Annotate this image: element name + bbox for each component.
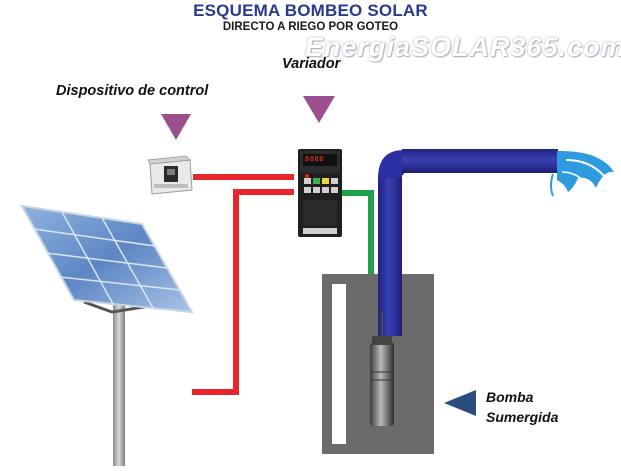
water-outflow: [550, 150, 614, 197]
panel-mount: [83, 300, 151, 314]
variator: [298, 149, 342, 237]
variator-marker: [303, 96, 335, 123]
red-wire-panel: [192, 189, 294, 395]
panel-pole: [113, 305, 125, 466]
variator-label: Variador: [282, 56, 341, 72]
pump-marker: [444, 390, 476, 416]
control-device-label: Dispositivo de control: [56, 83, 209, 99]
watermark-text: EnergiaSOLAR365.com: [305, 32, 621, 62]
pump-label-line1: Bomba: [486, 389, 534, 405]
control-device-marker: [161, 114, 191, 140]
water-pipe: [378, 149, 558, 336]
pump-label-line2: Sumergida: [486, 409, 559, 425]
submersible-pump: [370, 310, 394, 426]
variator-display: 8888: [305, 155, 324, 163]
diagram-title: ESQUEMA BOMBEO SOLAR: [193, 1, 428, 20]
control-device: [147, 155, 193, 195]
solar-panel: [20, 204, 194, 314]
diagram-subtitle: DIRECTO A RIEGO POR GOTEO: [222, 21, 399, 33]
